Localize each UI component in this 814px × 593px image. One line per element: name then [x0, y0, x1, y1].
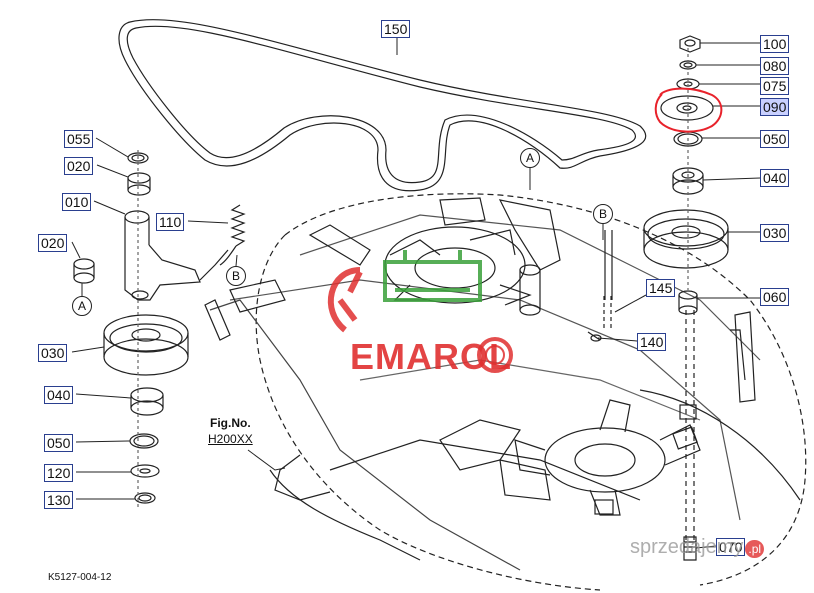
watermark-brand: EMAROL	[350, 336, 512, 377]
drawing-code: K5127-004-12	[48, 572, 112, 583]
marketplace-tld: .pl	[745, 540, 765, 558]
part-label-050-right[interactable]: 050	[760, 130, 790, 148]
part-label-030-left[interactable]: 030	[38, 344, 68, 362]
spring-110	[219, 204, 246, 266]
part-label-060[interactable]: 060	[760, 288, 790, 306]
washer-120	[130, 464, 160, 478]
ref-a-top: A	[520, 148, 540, 168]
pulley-030-right	[643, 209, 729, 269]
blade-hub-right	[439, 230, 701, 516]
circlip-130	[134, 492, 156, 504]
part-label-040-right[interactable]: 040	[760, 169, 790, 187]
part-label-140[interactable]: 140	[637, 333, 667, 351]
mower-deck	[204, 193, 807, 591]
blade-hub-left	[308, 197, 561, 316]
part-label-150[interactable]: 150	[381, 20, 411, 38]
part-label-020-left[interactable]: 020	[38, 234, 68, 252]
bolt-070	[683, 310, 697, 561]
part-label-100[interactable]: 100	[760, 35, 790, 53]
fig-number: H200XX	[208, 432, 253, 446]
part-label-120[interactable]: 120	[44, 464, 74, 482]
ref-b-left: B	[226, 266, 246, 286]
highlight-circle	[654, 87, 723, 133]
part-label-050-left[interactable]: 050	[44, 434, 74, 452]
part-label-080[interactable]: 080	[760, 57, 790, 75]
part-label-110[interactable]: 110	[156, 213, 185, 231]
drive-belt	[118, 19, 647, 192]
nut-100	[679, 35, 701, 53]
ref-a-left: A	[72, 296, 92, 316]
part-label-040-left[interactable]: 040	[44, 386, 74, 404]
bearing-090	[660, 95, 714, 121]
part-label-090[interactable]: 090	[760, 98, 790, 116]
part-label-055[interactable]: 055	[64, 130, 94, 148]
bearing-040-left	[130, 387, 164, 416]
fig-label: Fig.No.	[210, 416, 251, 430]
part-label-145[interactable]: 145	[646, 279, 676, 297]
bolt-140	[587, 296, 612, 342]
leader-lines	[71, 35, 761, 549]
bush-020-left	[73, 258, 95, 284]
circlip-050-left	[129, 433, 159, 449]
part-label-020-top[interactable]: 020	[64, 157, 94, 175]
part-label-070[interactable]: 070	[716, 538, 746, 556]
part-label-010[interactable]: 010	[62, 193, 92, 211]
part-label-075[interactable]: 075	[760, 77, 790, 95]
pulley-030-left	[103, 314, 189, 376]
tension-arm-010	[124, 210, 229, 301]
bush-020-top	[127, 172, 151, 196]
watermark-marketplace: sprzedajemy.pl	[630, 536, 765, 559]
part-label-130[interactable]: 130	[44, 491, 74, 509]
part-label-030-right[interactable]: 030	[760, 224, 790, 242]
marketplace-name: sprzedajemy	[630, 536, 744, 558]
ref-b-top: B	[593, 204, 613, 224]
cemarol-logo	[327, 250, 513, 373]
